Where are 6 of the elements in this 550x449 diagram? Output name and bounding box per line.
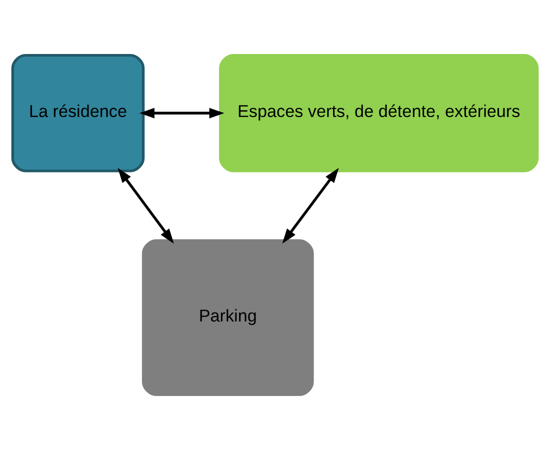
arrow <box>118 167 174 244</box>
arrow <box>282 167 339 244</box>
node-box: La résidence <box>11 53 145 172</box>
arrow <box>139 107 224 118</box>
node-box: Espaces verts, de détente, extérieurs <box>219 53 539 172</box>
node-box: Parking <box>142 238 314 396</box>
